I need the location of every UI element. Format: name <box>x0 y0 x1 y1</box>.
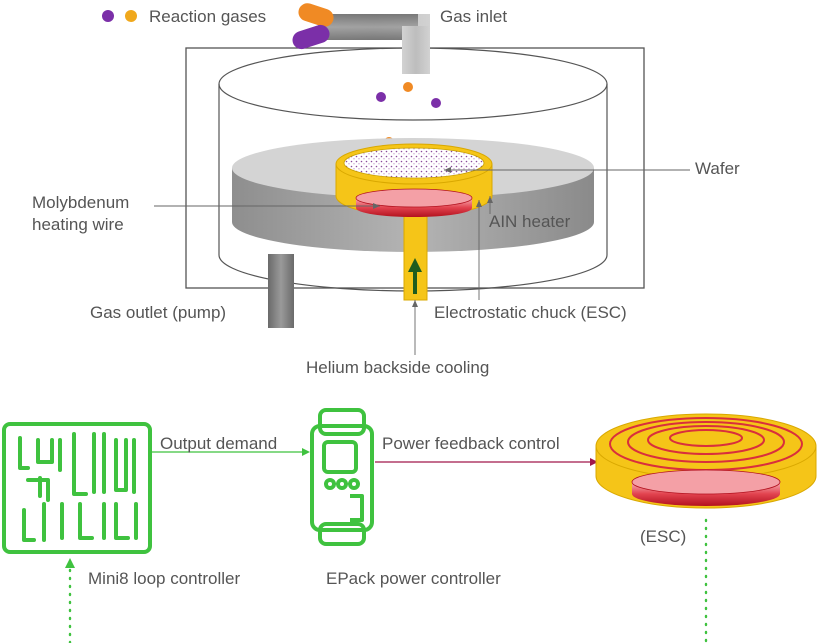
gas-molecule <box>431 98 441 108</box>
heating-wire-label: heating wire <box>32 215 124 234</box>
reaction-gases-label: Reaction gases <box>149 7 266 26</box>
epack-label: EPack power controller <box>326 569 501 588</box>
power-controller-icon <box>310 408 374 546</box>
output-demand-label: Output demand <box>160 434 277 453</box>
gas-legend-dot-purple <box>102 10 114 22</box>
ain-heater-label: AIN heater <box>489 212 571 231</box>
circuit-board-icon <box>2 422 152 554</box>
wafer-label: Wafer <box>695 159 740 178</box>
molybdenum-label: Molybdenum <box>32 193 129 212</box>
gas-outlet-pipe <box>268 254 294 328</box>
chamber-cylinder <box>218 84 608 255</box>
gas-molecule <box>403 82 413 92</box>
esc-label: Electrostatic chuck (ESC) <box>434 303 627 322</box>
gas-legend-dot-amber <box>125 10 137 22</box>
esc-short-label: (ESC) <box>640 527 686 546</box>
electrostatic-chuck <box>335 143 493 301</box>
helium-flow-arrow <box>408 258 422 294</box>
gas-molecule <box>376 92 386 102</box>
mini8-label: Mini8 loop controller <box>88 569 240 588</box>
heater-coil-disc-icon <box>595 413 817 509</box>
feedback-arrowhead <box>65 558 75 568</box>
helium-label: Helium backside cooling <box>306 358 489 377</box>
wafer <box>343 147 485 179</box>
gas-inlet-pipe <box>318 14 430 74</box>
power-feedback-label: Power feedback control <box>382 434 560 453</box>
gas-capsule-orange <box>298 3 334 27</box>
gas-capsule-purple <box>292 24 330 50</box>
gas-outlet-label: Gas outlet (pump) <box>90 303 226 322</box>
gas-inlet-label: Gas inlet <box>440 7 507 26</box>
